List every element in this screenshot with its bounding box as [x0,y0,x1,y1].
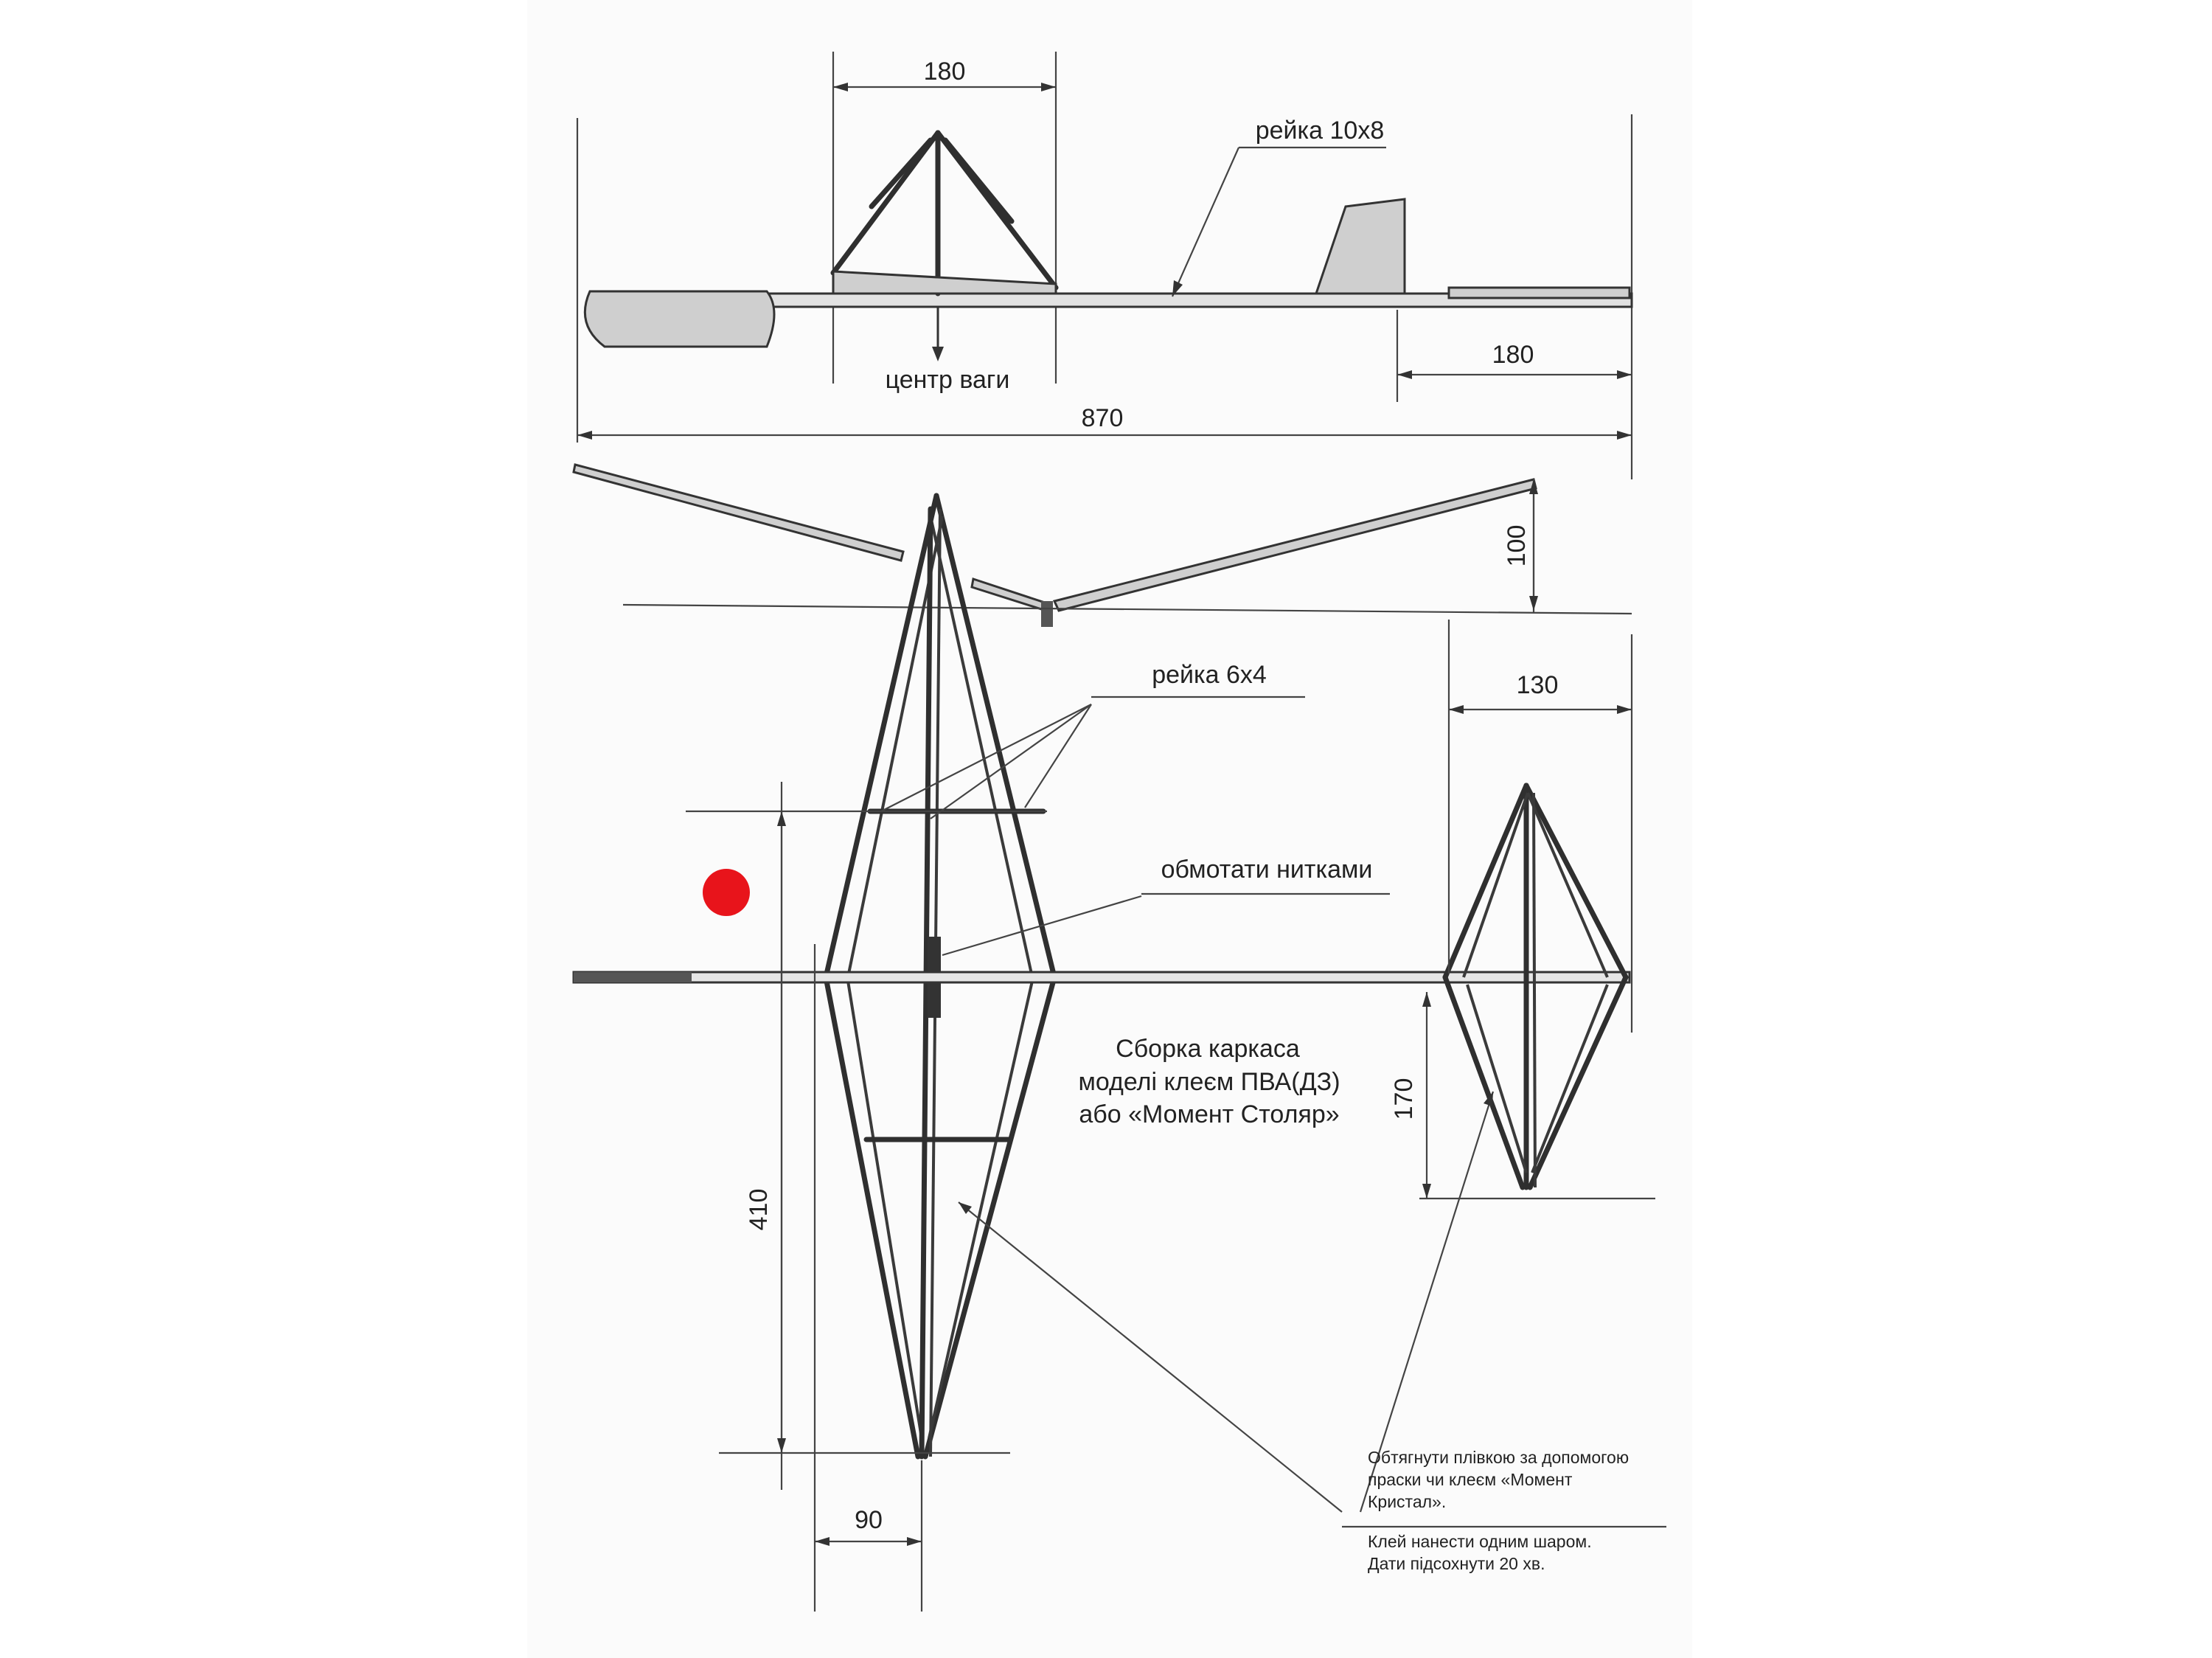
covering-note-line1: Обтягнути плівкою за допомогою [1368,1448,1629,1467]
dim-stab-width: 130 [1517,671,1559,699]
nose-top [574,972,692,982]
covering-note-line3: Кристал». [1368,1492,1446,1511]
paper-sheet [527,0,1692,1658]
stabilizer-side [1447,286,1631,299]
top-view: 410 90 130 170 рейка 6х4 обмотати ниткам… [572,493,1666,1612]
assembly-note: Сборка каркаса моделі клеєм ПВА(ДЗ) або … [1078,1035,1340,1128]
dim-total-length: 870 [1082,404,1124,432]
covering-note-line5: Дати підсохнути 20 хв. [1368,1554,1545,1573]
side-view: 180 центр ваги рейка 10х8 180 [576,52,1633,479]
assembly-note-line2: моделі клеєм ПВА(ДЗ) [1078,1068,1340,1096]
fuselage-front [1041,601,1053,627]
assembly-note-line3: або «Момент Столяр» [1079,1100,1339,1128]
dim-wing-half-span: 410 [745,1189,773,1231]
dim-dihedral: 100 [1503,525,1531,567]
nose-weight [583,290,776,348]
fuselage-rail-top [572,971,1631,984]
dim-top-width: 180 [924,58,966,86]
tail-fin [1314,198,1406,295]
wing-rail-label: рейка 6х4 [1152,661,1267,689]
left-wing-front [572,463,905,562]
assembly-note-line1: Сборка каркаса [1116,1035,1300,1063]
stabilizer-frame [1442,783,1629,1190]
fuselage-rail-label: рейка 10х8 [1256,117,1385,145]
cog-label: центр ваги [886,366,1010,394]
covering-note-line4: Клей нанести одним шаром. [1368,1532,1592,1551]
dim-wing-chord: 90 [855,1506,883,1534]
red-marker [703,869,750,916]
dim-tail-length: 180 [1492,341,1534,369]
front-view: 100 [572,463,1632,627]
covering-note: Обтягнути плівкою за допомогою праски чи… [1368,1448,1629,1573]
wrap-thread-label: обмотати нитками [1161,856,1373,884]
dim-stab-half-span: 170 [1390,1078,1418,1120]
covering-note-line2: праски чи клеєм «Момент [1368,1470,1573,1489]
wing-pylon [830,130,1059,296]
